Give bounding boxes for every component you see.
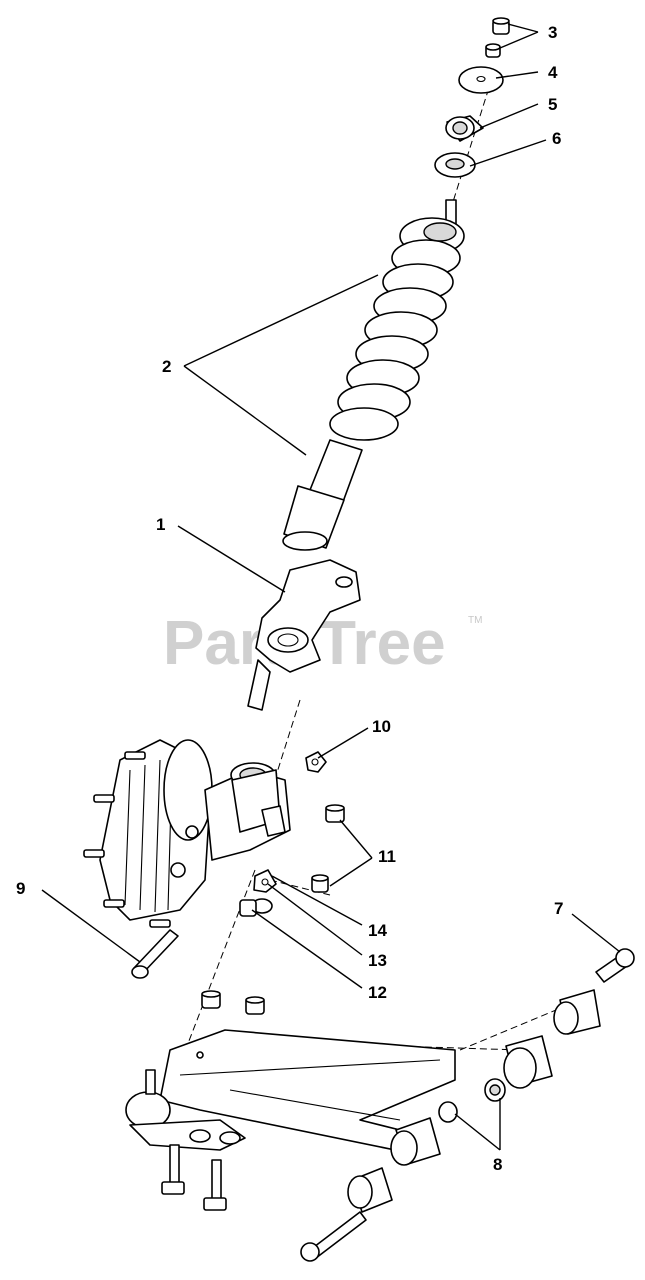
- part-6-washer[interactable]: [434, 152, 476, 178]
- callout-12: 12: [368, 983, 387, 1002]
- arm-nuts[interactable]: [201, 990, 265, 1015]
- part-12-13-14-hardware[interactable]: [239, 869, 277, 917]
- leader-lines: [41, 23, 621, 1151]
- part-5-bushing[interactable]: [445, 115, 484, 142]
- lower-control-arm[interactable]: [159, 1029, 456, 1151]
- spindle-hub-assembly[interactable]: [83, 739, 291, 928]
- callout-5: 5: [548, 95, 557, 114]
- part-3-nuts[interactable]: [485, 17, 510, 58]
- part-2-shock-spring[interactable]: [282, 199, 465, 551]
- ball-joint-bolts[interactable]: [161, 1144, 227, 1211]
- callout-9: 9: [16, 879, 25, 898]
- part-7-bolt[interactable]: [595, 948, 635, 983]
- part-11-nuts[interactable]: [311, 804, 345, 893]
- callout-1: 1: [156, 515, 165, 534]
- ball-joint[interactable]: [125, 1069, 246, 1151]
- callout-3: 3: [548, 23, 557, 42]
- part-4-washer[interactable]: [458, 66, 504, 94]
- callout-7: 7: [554, 899, 563, 918]
- callout-6: 6: [552, 129, 561, 148]
- coil-spring: [329, 217, 465, 441]
- callout-14: 14: [368, 921, 387, 940]
- watermark-trademark: TM: [468, 615, 482, 626]
- callout-2: 2: [162, 357, 171, 376]
- callout-11: 11: [378, 847, 396, 866]
- part-9-bolt[interactable]: [131, 929, 179, 979]
- arm-bushings[interactable]: [347, 989, 601, 1213]
- callout-10: 10: [372, 717, 391, 736]
- part-8-washers[interactable]: [438, 1078, 506, 1123]
- lower-long-bolt[interactable]: [300, 1211, 367, 1262]
- callout-8: 8: [493, 1155, 502, 1174]
- part-1-bracket[interactable]: [247, 559, 361, 711]
- callout-labels: 3 4 5 6 2 1 10 11 9 14 13 12 7 8: [16, 23, 563, 1174]
- callout-4: 4: [548, 63, 558, 82]
- assembly-line-upper: [169, 77, 493, 1091]
- callout-13: 13: [368, 951, 387, 970]
